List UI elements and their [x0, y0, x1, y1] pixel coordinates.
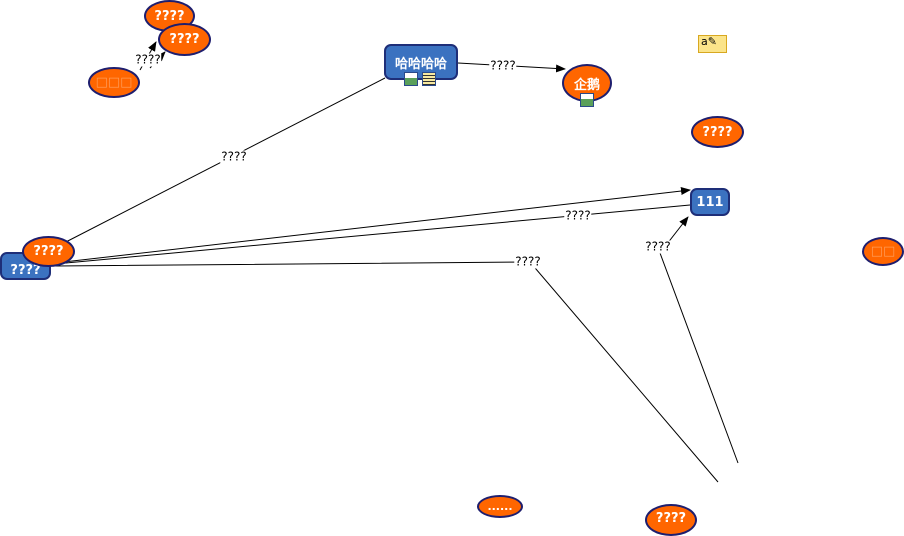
concept-node[interactable]: ???? [158, 23, 211, 56]
concept-box-hahaha[interactable]: 哈哈哈哈 [384, 44, 458, 80]
link-line [54, 187, 691, 264]
link-line [54, 261, 719, 483]
concept-node[interactable]: □□□ [88, 67, 140, 98]
link-label: ???? [644, 239, 672, 254]
note-icon[interactable]: a✎ [698, 35, 727, 53]
concept-node[interactable]: ...... [477, 495, 523, 518]
link-label: ???? [220, 149, 248, 164]
document-icon[interactable] [422, 72, 436, 86]
link-line [659, 216, 739, 464]
concept-node[interactable]: ???? [645, 504, 697, 536]
link-label: ???? [489, 58, 517, 73]
concept-node[interactable]: □□ [862, 237, 904, 266]
link-line [54, 204, 691, 265]
concept-box-111[interactable]: 111 [690, 188, 730, 216]
image-icon[interactable] [404, 72, 418, 86]
image-icon[interactable] [580, 93, 594, 107]
concept-node[interactable]: ???? [22, 236, 75, 267]
link-label: ???? [134, 52, 162, 67]
link-label: ???? [514, 254, 542, 269]
concept-node[interactable]: ???? [691, 116, 744, 148]
link-label: ???? [564, 208, 592, 223]
